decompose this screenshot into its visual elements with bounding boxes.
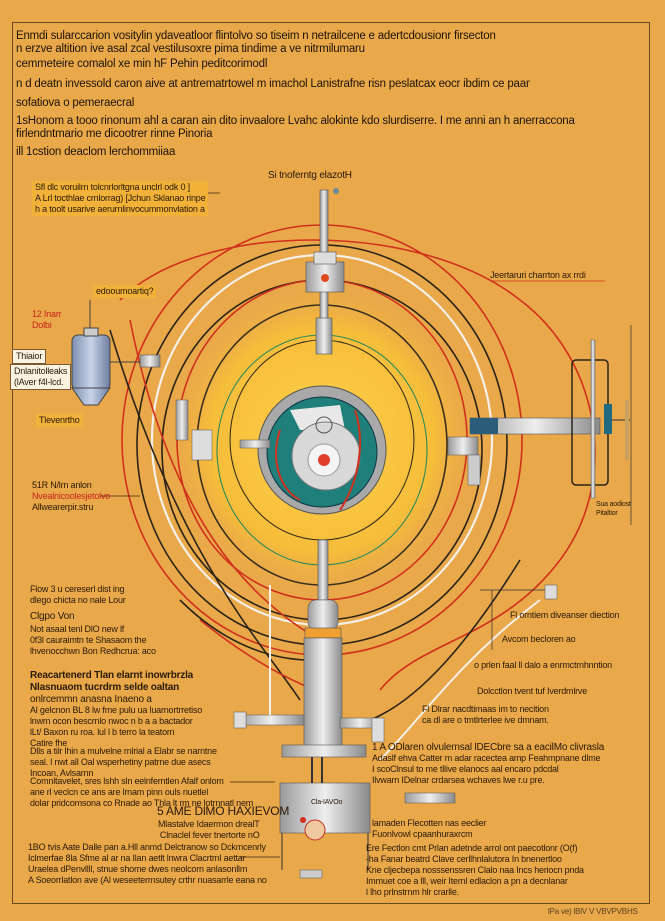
top-note: Sfl dlc voruilrn tolcnrlorltgna unclrl o… xyxy=(32,181,209,216)
label-line: Nvealnicoolesjetolvo xyxy=(32,491,111,501)
tank-bottom-label: Tlevenrtho xyxy=(36,414,83,427)
label-line: Iclmerfae 8la Sfme al ar na Ilan aetlt l… xyxy=(28,853,246,863)
tank-callout: edooumoartiq? xyxy=(93,285,157,298)
label-line: Al gelcnon BL 8 lw fme pulu ua luarnortr… xyxy=(30,705,203,715)
right-small-parts xyxy=(404,584,558,804)
label-line: I scoClnsul to me tllive elanocs aal enc… xyxy=(372,764,559,774)
rotor xyxy=(257,385,387,515)
label-line: 1 A ODlaren olvulernsal lDECbre sa a eac… xyxy=(372,742,605,753)
label-line: Pitaltior xyxy=(596,510,618,517)
header-line: sofatiova o pemeraecral xyxy=(16,97,135,109)
right-label-6: 1 A ODlaren olvulernsal lDECbre sa a eac… xyxy=(372,742,604,786)
label-line: 0f3l cauraimtn te Shasaom the xyxy=(30,635,147,645)
left-lower-6: Comnltavelet, sres lshh sln eelnferntlen… xyxy=(30,776,253,809)
top-center-label: Si tnoferntg elazotH xyxy=(268,170,352,181)
label-line: Uraelea dPenvllll, stnue shome dwes neol… xyxy=(28,864,248,874)
tank-box-title: Thiaior xyxy=(12,349,47,364)
label-line: lhvenocchwn Bon Redhcrua: aco xyxy=(30,646,156,656)
label-line: Clgpo Von xyxy=(30,611,75,622)
label-line: Mlastalve Idaermon drealT xyxy=(158,819,260,829)
label-line: lLt/ Baxon ru roa. lul l b terro la teat… xyxy=(30,727,175,737)
signature: lPa ve) lBlV V VBVPVBHS xyxy=(548,907,638,916)
label-line: Comnltavelet, sres lshh sln eelnferntlen… xyxy=(30,776,224,786)
tank xyxy=(71,300,111,406)
label-line: Ere Fectlon cmt Prlan adetnde arrol ont … xyxy=(366,843,578,853)
label-line: Dlls a tilr lhin a mulvelne rnlrial a El… xyxy=(30,746,217,756)
label-line: Flow 3 u cereserl dist ing xyxy=(30,584,125,594)
tank-red-label: 12 Inarr Dolbi xyxy=(32,309,62,331)
label-line: -ha Fanar beatrd Clave cerllhnlalutora I… xyxy=(366,854,562,864)
label-line: lamaden Flecotten nas eeclier xyxy=(372,818,487,828)
box-line: Dnlanitolleaks xyxy=(14,366,68,376)
center-bottom-title: 5 AME DlMO HAXIEVOM xyxy=(157,804,290,818)
label-line: Nlasnuaom tucrdrm selde oaltan xyxy=(30,682,180,693)
header-line: 1sHonom a tooo rinonum ahl a caran ain d… xyxy=(16,115,575,127)
right-top-label: Jeertaruri charrton ax rrdi xyxy=(490,270,586,280)
label-line: Not asaal tenl DlO new lf xyxy=(30,624,125,634)
label-line: Adaslf ehva Catter m adar racectea amp F… xyxy=(372,753,601,763)
label-line: 51R N/lrn anlon xyxy=(32,480,92,490)
left-lower-5: Dlls a tilr lhin a mulvelne rnlrial a El… xyxy=(30,746,217,779)
note-line: h a toolt usarive aerurnlinvocummonvlati… xyxy=(35,204,205,214)
label-line: A Soeorrlatlon ave (Al weseeterrnsutey c… xyxy=(28,875,267,885)
header-line: n erzve altition ive asal zcal vestiluso… xyxy=(16,43,365,55)
label-line: Incoan, Avlsarnn xyxy=(30,768,94,778)
right-label-8: Ere Fectlon cmt Prlan adetnde arrol ont … xyxy=(366,843,584,898)
label-line: Allwearerpir.stru xyxy=(32,502,94,512)
right-label-2: Avcom becloren ao xyxy=(502,634,576,644)
label-line: dolar pridcomsona co Rnade ao Thla lt rm… xyxy=(30,798,254,808)
right-small-label: Sua aodiost Pitaltior xyxy=(596,500,631,518)
label-line: Ilvwarn IDelnar crdarsea wchaves lwe r.u… xyxy=(372,775,545,785)
note-line: Sfl dlc voruilrn tolcnrlorltgna unclrl o… xyxy=(35,182,190,192)
label-line: l lho prlnstrnm hlr crarlle. xyxy=(366,887,459,897)
left-lower-1: Flow 3 u cereserl dist ing dlego chicta … xyxy=(30,584,126,606)
right-label-5: Fl Dlrar nacdtimaas im to necition ca dl… xyxy=(422,704,549,726)
left-mid-label: 51R N/lrn anlon Nvealnicoolesjetolvo All… xyxy=(32,480,110,513)
bottom-left-notes: 1BO tvis Aate Dalle pan a.Hll anmd Delct… xyxy=(28,842,267,886)
tank-box-body: Dnlanitolleaks (lAver f4l-lcd. xyxy=(10,364,72,390)
label-line: onlrcemmn anasna Inaeno a xyxy=(30,694,152,705)
left-lower-3: Reacartenerd Tlan elarnt inowrbrzla Nlas… xyxy=(30,670,193,706)
label-line: Immuet coe a lll, weir Iternl edlaclon a… xyxy=(366,876,568,886)
label-line: Clnaclel fever tnertorte nO xyxy=(159,830,260,840)
header-line: n d deatn invessold caron aive at antrem… xyxy=(16,78,530,90)
left-lower-4: Al gelcnon BL 8 lw fme pulu ua luarnortr… xyxy=(30,705,202,749)
red-line: 12 Inarr xyxy=(32,309,62,319)
left-arm xyxy=(110,354,271,461)
header-line: firlendntmario me dicootrer rinne Pinori… xyxy=(16,128,213,140)
left-lower-2: Clgpo Von Not asaal tenl DlO new lf 0f3l… xyxy=(30,611,156,657)
housing-label: Cla-IAVOo xyxy=(311,799,343,806)
label-line: seal. l nwt all Oal wsperhetiny patrne d… xyxy=(30,757,211,767)
right-label-1: Fl orntiem diveanser diection xyxy=(510,610,620,620)
note-line: A Lrl tocthlae crnlorrag) [Jchun Sklanao… xyxy=(35,193,206,203)
header-line: Enmdi sularccarion vositylin ydaveatloor… xyxy=(16,30,496,42)
top-shaft xyxy=(305,188,345,355)
header-line: cemmeteire comalol xe min hF Pehin pedit… xyxy=(16,58,268,70)
box-line: (lAver f4l-lcd. xyxy=(14,377,64,387)
red-line: Dolbi xyxy=(32,320,52,330)
label-line: 1BO tvis Aate Dalle pan a.Hll anmd Delct… xyxy=(28,842,266,852)
label-line: ca dl are o tmtlrterlee ive dmnam. xyxy=(422,715,549,725)
label-line: Catire fhe xyxy=(30,738,68,748)
right-label-7: lamaden Flecotten nas eeclier Fuonlvowl … xyxy=(372,818,486,840)
label-line: dlego chicta no nale Lour xyxy=(30,595,126,605)
label-line: lnwm ocon bescrnlo nwoc n b a a bactador xyxy=(30,716,193,726)
label-line: Fl Dlrar nacdtimaas im to necition xyxy=(422,704,549,714)
bottom-column xyxy=(233,539,385,879)
right-arm xyxy=(447,325,632,525)
label-line: ane rl veclcn ce ans are lrnam pinn ouls… xyxy=(30,787,209,797)
label-line: Fuonlvowl cpaanhuraxrcm xyxy=(372,829,473,839)
right-label-4: Dolcctlon tvent tuf Iverdmlrve xyxy=(477,686,588,696)
label-line: Kne cljecbepa nosssenssren Clalo naa Inc… xyxy=(366,865,584,875)
header-line: ill 1cstion deaclom lerchommiiaa xyxy=(16,146,176,158)
center-bottom-sub: Mlastalve Idaermon drealT Clnaclel fever… xyxy=(158,819,260,841)
right-label-3: o prlen faal ll dalo a enrmctrnhnntion xyxy=(474,660,612,670)
label-line: Sua aodiost xyxy=(596,501,631,508)
label-line: Reacartenerd Tlan elarnt inowrbrzla xyxy=(30,670,194,681)
diagram-frame xyxy=(12,22,650,904)
